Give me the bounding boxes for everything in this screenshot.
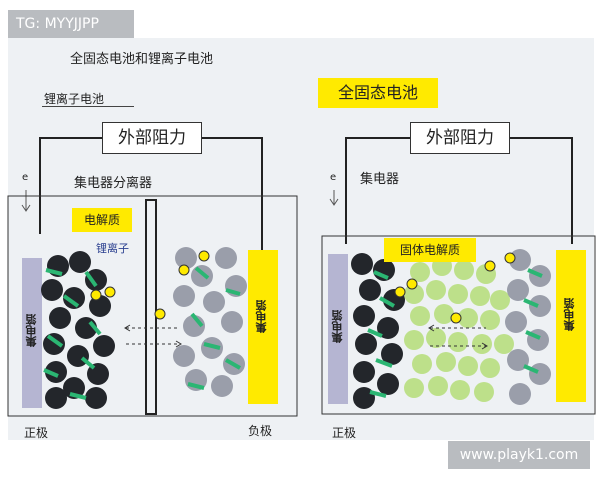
left-lithium-ions xyxy=(90,250,210,320)
left-negative-label: 负极 xyxy=(248,424,273,438)
right-electron-label: e xyxy=(330,172,337,183)
solid-electrolyte-label: 固体电解质 xyxy=(384,238,476,262)
lithium-ion-label: 锂离子 xyxy=(96,242,129,255)
collector-separator-label: 集电器分离器 xyxy=(74,176,153,191)
right-cathode-particles xyxy=(351,253,405,409)
right-cell-anode-foil-label: 集电箔 xyxy=(563,298,576,331)
separator xyxy=(145,199,157,415)
left-ion-flow-arrows xyxy=(124,324,182,348)
left-cathode-particles xyxy=(41,251,115,409)
right-banner: 全固态电池 xyxy=(318,78,438,108)
right-collector-foil xyxy=(328,254,348,404)
right-anode-particles xyxy=(505,249,551,405)
left-electron-arrow-icon xyxy=(21,190,31,212)
right-collector-label: 集电器 xyxy=(360,172,400,187)
left-positive-label: 正极 xyxy=(24,426,49,440)
left-circuit-wire xyxy=(39,137,263,252)
right-negative-foil xyxy=(556,250,586,402)
electrolyte-label: 电解质 xyxy=(72,208,132,232)
left-cell-cathode-foil-label: 集电箔 xyxy=(25,314,38,347)
left-negative-foil xyxy=(248,250,278,404)
right-positive-label: 正极 xyxy=(332,426,357,440)
diagram-title: 全固态电池和锂离子电池 xyxy=(70,52,214,67)
right-resistor: 外部阻力 xyxy=(410,122,510,154)
right-lithium-ions xyxy=(394,252,516,324)
solid-electrolyte-particles xyxy=(404,256,514,402)
right-ion-flow-arrows xyxy=(428,324,488,350)
right-circuit-wire xyxy=(345,137,573,244)
left-collector-foil xyxy=(22,258,42,408)
left-cell-anode-foil-label: 集电箔 xyxy=(255,300,268,333)
left-resistor: 外部阻力 xyxy=(102,122,202,154)
left-anode-particles xyxy=(173,247,247,397)
right-cell-outline xyxy=(321,235,596,415)
bottom-watermark: www.playk1.com xyxy=(448,441,590,469)
left-electron-label: e xyxy=(22,172,29,183)
left-section-underline xyxy=(42,106,134,107)
right-cell-cathode-foil-label: 集电箔 xyxy=(331,310,344,343)
top-watermark: TG: MYYJJPP xyxy=(8,10,134,38)
right-electron-arrow-icon xyxy=(329,190,339,206)
left-cell-outline xyxy=(7,195,298,417)
left-section-label: 锂离子电池 xyxy=(44,92,105,106)
